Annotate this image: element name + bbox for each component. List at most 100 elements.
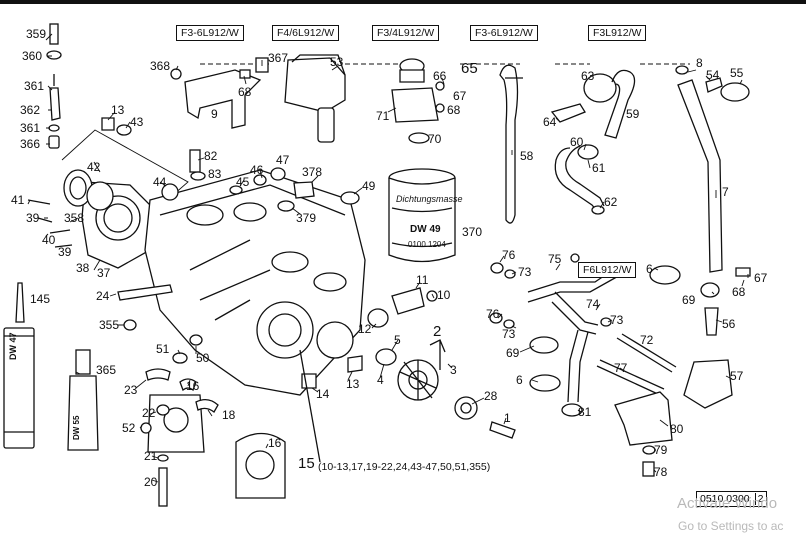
ref-79: 79 [654, 443, 668, 457]
ref-49: 49 [362, 179, 376, 193]
ref-45: 45 [236, 175, 250, 189]
ref-71: 71 [376, 109, 390, 123]
ref-64: 64 [543, 115, 557, 129]
ref-13-top: 13 [111, 103, 125, 117]
ref-361-bottom: 361 [20, 121, 41, 135]
ref-367: 367 [268, 51, 289, 65]
ref-4: 4 [377, 373, 384, 387]
ref-13-lower: 13 [346, 377, 360, 391]
ref-379: 379 [296, 211, 317, 225]
ref-80: 80 [670, 422, 684, 436]
ref-368: 368 [150, 59, 171, 73]
ref-359: 359 [26, 27, 47, 41]
ref-57: 57 [730, 369, 744, 383]
group-label-f3-4l912-w: F3/4L912/W [372, 25, 440, 41]
ref-76-lower: 76 [486, 307, 500, 321]
ref-73-upper: 73 [518, 265, 532, 279]
group-label-f6l912-w: F6L912/W [578, 262, 637, 278]
ref-5: 5 [394, 333, 401, 347]
ref-77: 77 [614, 361, 628, 375]
ref-9: 9 [211, 107, 218, 121]
ref-10: 10 [437, 288, 451, 302]
ref-8: 8 [696, 56, 703, 70]
ref-47: 47 [276, 153, 290, 167]
ref-12: 12 [358, 322, 372, 336]
ref-73-lower: 73 [502, 327, 516, 341]
group-label-f3-6l912-w-left: F3-6L912/W [176, 25, 244, 41]
ref-43: 43 [130, 115, 144, 129]
ref-20: 20 [144, 475, 158, 489]
sealant-can-370 [388, 168, 456, 263]
ref-6-lower: 6 [516, 373, 523, 387]
ref-61: 61 [592, 161, 606, 175]
group-label-f3-6l912-w-right: F3-6L912/W [470, 25, 538, 41]
ref-24: 24 [96, 289, 110, 303]
activation-watermark-title: Activate Windo [677, 495, 778, 512]
ref-370: 370 [462, 225, 483, 239]
ref-75: 75 [548, 252, 562, 266]
ref-15: 15 [298, 455, 315, 472]
gear-assembly-2 [375, 348, 439, 401]
ref-60: 60 [570, 135, 584, 149]
ref-28: 28 [484, 389, 498, 403]
ref-52: 52 [122, 421, 136, 435]
ref-69-right: 69 [682, 293, 696, 307]
ref-16-upper: 16 [186, 379, 200, 393]
ref-46: 46 [250, 163, 264, 177]
ref-65: 65 [461, 60, 478, 77]
ref-67-right: 67 [754, 271, 768, 285]
ref-21: 21 [144, 449, 158, 463]
drawing-number: 0510 0300 2 [696, 491, 768, 507]
drawing-sheet: 2 [754, 493, 764, 505]
ref-55: 55 [730, 66, 744, 80]
ref-53: 53 [330, 55, 344, 69]
can-label-code: 0100 1204 [408, 240, 446, 249]
ref-39-lower: 39 [58, 245, 72, 259]
ref-2: 2 [433, 323, 442, 340]
bottle-label: DW 55 [72, 415, 81, 440]
group-label-f4-6l912-w: F4/6L912/W [272, 25, 340, 41]
ref-38: 38 [76, 261, 90, 275]
ref-68-breather: 68 [447, 103, 461, 117]
ref-81: 81 [578, 405, 592, 419]
group-label-f3l912-w: F3L912/W [588, 25, 647, 41]
can-label-brand: Dichtungsmasse [396, 194, 463, 204]
ref-50: 50 [196, 351, 210, 365]
ref-82: 82 [204, 149, 218, 163]
ref-37: 37 [97, 266, 111, 280]
ref-69-left: 69 [506, 346, 520, 360]
ref-39-upper: 39 [26, 211, 40, 225]
ref-358: 358 [64, 211, 85, 225]
ref-78: 78 [654, 465, 668, 479]
ref-362: 362 [20, 103, 41, 117]
ref-70: 70 [428, 132, 442, 146]
ref-72: 72 [640, 333, 654, 347]
ref-6-upper: 6 [646, 262, 653, 276]
drawing-number-text: 0510 0300 [700, 493, 750, 505]
gear-housing-42 [63, 169, 151, 269]
ref-74: 74 [586, 297, 600, 311]
ref-361-top: 361 [24, 79, 45, 93]
ref-145: 145 [30, 292, 51, 306]
ref-76-upper: 76 [502, 248, 516, 262]
ref-68-bracket: 68 [238, 85, 252, 99]
ref-23: 23 [124, 383, 138, 397]
activation-watermark-subtitle: Go to Settings to ac [678, 519, 784, 533]
tube-label: DW 47 [8, 332, 18, 360]
ref-44: 44 [153, 175, 167, 189]
ref-18: 18 [222, 408, 236, 422]
ref-16-lower: 16 [268, 436, 282, 450]
ref-360: 360 [22, 49, 43, 63]
ref-40: 40 [42, 233, 56, 247]
ref-58: 58 [520, 149, 534, 163]
ref-3: 3 [450, 363, 457, 377]
ref-41: 41 [11, 193, 25, 207]
ref-11: 11 [416, 273, 429, 287]
locking-compound-365 [67, 349, 99, 451]
ref-51: 51 [156, 342, 170, 356]
ref-7: 7 [722, 185, 729, 199]
ref-378: 378 [302, 165, 323, 179]
ref-1: 1 [504, 411, 511, 425]
ref-83: 83 [208, 167, 222, 181]
